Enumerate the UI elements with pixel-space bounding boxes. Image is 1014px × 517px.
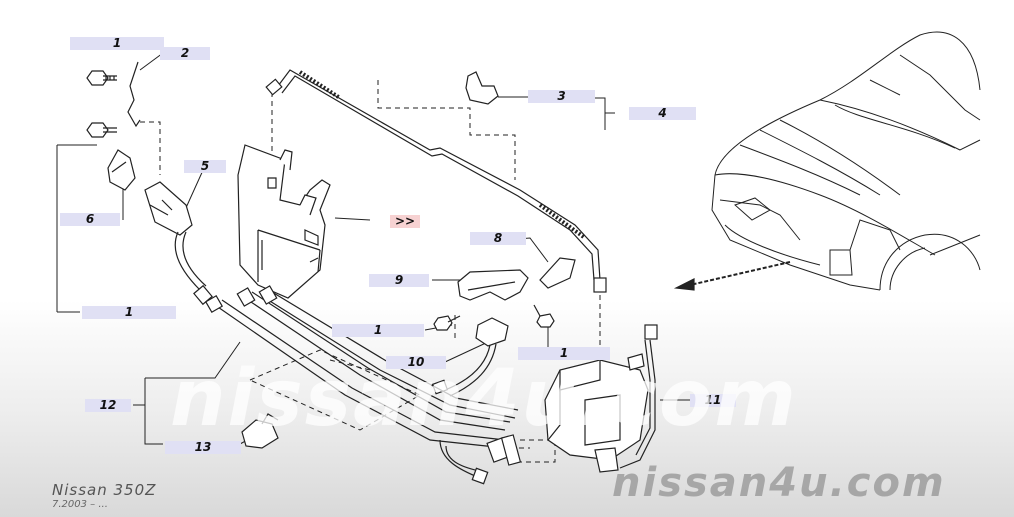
callout-part-8[interactable]: 8 xyxy=(470,232,526,245)
watermark-logo: nissan4u.com xyxy=(612,460,946,506)
car-illustration xyxy=(711,31,981,291)
callout-part-10[interactable]: 10 xyxy=(386,356,446,369)
callout-part-6[interactable]: 6 xyxy=(60,213,120,226)
hose-bundle-12 xyxy=(204,285,522,485)
pump-harness xyxy=(619,339,656,469)
valve xyxy=(475,317,509,347)
callout-part-3[interactable]: 3 xyxy=(528,90,595,103)
model-caption: Nissan 350Z xyxy=(52,481,157,499)
spring-clip xyxy=(127,61,141,128)
bolt-middle xyxy=(86,122,117,138)
nozzle-cap xyxy=(107,149,136,191)
pump-11 xyxy=(544,353,649,473)
callout-part-13[interactable]: 13 xyxy=(165,441,241,454)
hose-4 xyxy=(265,69,607,293)
callout-part-11[interactable]: 11 xyxy=(690,394,736,407)
cover xyxy=(539,257,576,289)
bolt-lower-right xyxy=(533,304,555,328)
callout-part-12[interactable]: 12 xyxy=(85,399,131,412)
callout-part-2[interactable]: 2 xyxy=(160,47,210,60)
callout-part-1-left[interactable]: 1 xyxy=(82,306,176,319)
bolt-top xyxy=(86,70,117,86)
watermark-large: nissan4u.com xyxy=(170,354,798,444)
bundle-clip xyxy=(241,419,279,449)
callout-part-1-top[interactable]: 1 xyxy=(70,37,164,50)
callout-part-9[interactable]: 9 xyxy=(369,274,429,287)
washer-tank xyxy=(237,144,331,299)
bracket xyxy=(457,269,529,301)
bolt-lower-left xyxy=(433,315,461,331)
hose-clip xyxy=(465,71,499,105)
callout-part-1-lower[interactable]: 1 xyxy=(332,324,424,337)
callout-part-4[interactable]: 4 xyxy=(629,107,696,120)
callout-part-5[interactable]: 5 xyxy=(184,160,226,173)
date-caption: 7.2003 – ... xyxy=(52,499,108,510)
nozzle-body xyxy=(144,181,193,236)
car-arrow xyxy=(673,261,791,291)
callout-part-1-right[interactable]: 1 xyxy=(518,347,610,360)
callout-see-other-section[interactable]: >> xyxy=(390,215,420,228)
